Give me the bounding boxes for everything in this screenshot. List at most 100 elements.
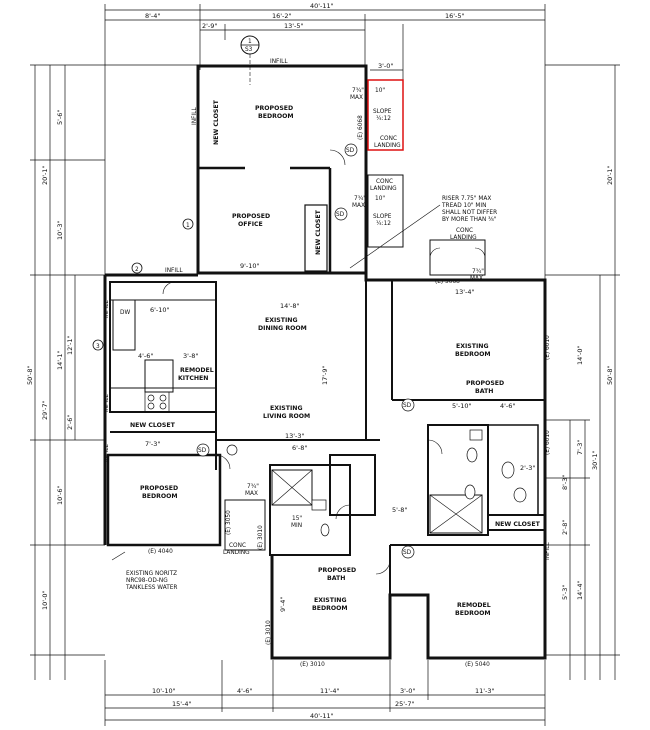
dim-bottom-row1a: 10'-10" bbox=[152, 687, 176, 695]
dim-right-v1: 20'-1" bbox=[606, 165, 614, 185]
door-d5: (E) 3010 bbox=[258, 525, 264, 550]
dim-top-sub1: 2'-9" bbox=[202, 22, 217, 30]
rd-r-a: 2'-3" bbox=[520, 464, 535, 472]
dim-left-v4: 12'-1" bbox=[66, 335, 74, 355]
dim-right-v7: 2'-8" bbox=[561, 520, 569, 535]
dim-left-v10: 10'-0" bbox=[41, 590, 49, 610]
dim-top-seg2: 16'-2" bbox=[272, 12, 292, 20]
door-d3: (E) 4040 bbox=[148, 549, 173, 555]
right-dimension-lines bbox=[545, 64, 620, 680]
smoke-detector-icons bbox=[196, 143, 415, 559]
dim-bottom-row1c: 11'-4" bbox=[320, 687, 340, 695]
dim-top-sub3: 3'-0" bbox=[378, 62, 393, 70]
dim-bottom-row1b: 4'-6" bbox=[237, 687, 252, 695]
section-num: 1 bbox=[248, 39, 252, 45]
top-dimension-lines bbox=[104, 4, 546, 290]
dim-right-v6: 30'-1" bbox=[591, 450, 599, 470]
dim-bottom-row2b: 25'-7" bbox=[395, 700, 415, 708]
dim-left-v9: 10'-6" bbox=[56, 485, 64, 505]
door-d4: (E) 3050 bbox=[226, 510, 232, 535]
sd-tag-2: SD bbox=[336, 212, 345, 218]
rd-living-h: 17'-9" bbox=[321, 365, 329, 385]
rd-bath-r-a: 5'-10" bbox=[452, 402, 472, 410]
dim-left-v7: 29'-7" bbox=[41, 400, 49, 420]
door-d1: (E) 6068 bbox=[358, 115, 364, 140]
closet-right: NEW CLOSET bbox=[495, 521, 541, 528]
dim-top-sub2: 13'-5" bbox=[284, 22, 304, 30]
max-4: 7¾"MAX bbox=[245, 484, 259, 497]
sd-tag-1: SD bbox=[346, 148, 355, 154]
svg-text:2: 2 bbox=[135, 267, 139, 273]
closet-office: NEW CLOSET bbox=[315, 209, 322, 255]
dim-right-v5: 8'-3" bbox=[561, 475, 569, 490]
plumbing-fixtures bbox=[311, 429, 527, 537]
rd-kitchen-b: 4'-6" bbox=[138, 352, 153, 360]
max-2: 7¾"MAX bbox=[352, 196, 366, 209]
max-3: 7¾"MAX bbox=[470, 269, 484, 282]
rd-kitchen-a: 6'-10" bbox=[150, 306, 170, 314]
dim-bottom-row2a: 15'-4" bbox=[172, 700, 192, 708]
grid-tag-1: 1 bbox=[182, 218, 194, 230]
max-1: 7¾"MAX bbox=[350, 88, 364, 101]
dw-label: DW bbox=[120, 310, 130, 316]
dim-left-v5: 14'-1" bbox=[56, 350, 64, 370]
tread-2: 10" bbox=[375, 196, 385, 202]
sd-tag-4: SD bbox=[198, 448, 207, 454]
infill-left-top: INFILL bbox=[192, 107, 198, 125]
rd-bb-a: 9'-4" bbox=[279, 597, 287, 612]
grid-tag-2: 2 bbox=[131, 262, 143, 274]
rd-bedroom-r-w: 13'-4" bbox=[455, 288, 475, 296]
dim-bottom-row1d: 3'-0" bbox=[400, 687, 415, 695]
section-sheet: S3 bbox=[245, 47, 253, 53]
rd-hall-w: 6'-8" bbox=[292, 444, 307, 452]
dim-top-overall: 40'-11" bbox=[310, 2, 334, 10]
door-d10: (E) 6010 bbox=[545, 430, 551, 455]
door-d7: (E) 5040 bbox=[465, 662, 490, 668]
infill-right: INFILL bbox=[545, 542, 551, 560]
svg-text:3: 3 bbox=[96, 344, 100, 350]
infill-left-a: INFILL bbox=[104, 300, 110, 318]
highlight-box bbox=[367, 79, 404, 151]
infill-left-c: INFILL bbox=[104, 444, 110, 462]
infill-top: INFILL bbox=[270, 59, 288, 65]
dim-bottom-row1e: 11'-3" bbox=[475, 687, 495, 695]
dim-right-v9: 14'-4" bbox=[576, 580, 584, 600]
infill-mid: INFILL bbox=[165, 268, 183, 274]
door-d9: (E) 3010 bbox=[300, 662, 325, 668]
dim-left-v6: 2'-6" bbox=[66, 415, 74, 430]
door-d2: (E) 5068 bbox=[435, 279, 460, 285]
dim-top-seg3: 16'-5" bbox=[445, 12, 465, 20]
tread-1: 10" bbox=[375, 88, 385, 94]
bottom-dimension-lines bbox=[104, 660, 546, 726]
dim-left-v2: 20'-1" bbox=[41, 165, 49, 185]
dim-right-v4: 7'-3" bbox=[576, 440, 584, 455]
rd-dining-w: 14'-8" bbox=[280, 302, 300, 310]
section-marker: 1 S3 bbox=[240, 35, 260, 55]
sd-tag-5: SD bbox=[403, 550, 412, 556]
door-d6: (E) 3010 bbox=[266, 620, 272, 645]
dim-left-v3: 10'-3" bbox=[56, 220, 64, 240]
grid-tag-3: 3 bbox=[92, 339, 104, 351]
rd-office-w: 9'-10" bbox=[240, 262, 260, 270]
rd-kitchen-c: 3'-8" bbox=[183, 352, 198, 360]
stove-icon bbox=[144, 391, 170, 413]
